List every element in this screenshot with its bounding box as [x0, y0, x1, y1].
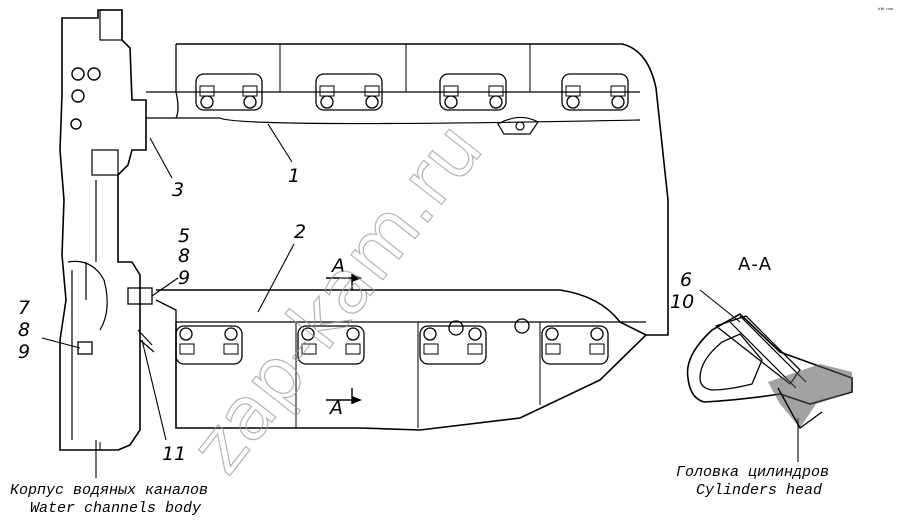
callout-9-upper: 9: [178, 267, 190, 289]
rear-flange-4: [541, 325, 609, 365]
callout-3: 3: [172, 179, 184, 201]
caption-right-en: Cylinders head: [696, 482, 822, 499]
section-aa-detail: А-А: [686, 254, 853, 429]
rear-flange-2: [297, 325, 365, 365]
section-marker-bottom-label: А: [328, 397, 343, 419]
caption-right: Головка цилиндров Cylinders head: [676, 464, 829, 499]
callout-6: 6: [680, 269, 692, 291]
manifold-front: [146, 43, 669, 336]
section-title: А-А: [738, 254, 772, 275]
front-flange-2: [315, 73, 383, 111]
caption-right-ru: Головка цилиндров: [676, 464, 829, 481]
section-marker-top-label: А: [330, 255, 345, 277]
callout-5: 5: [178, 225, 190, 247]
corner-mark: ᵏᵂ ⁿⁿⁿ: [878, 7, 894, 14]
rear-flange-3: [419, 325, 487, 365]
callout-2: 2: [294, 221, 306, 243]
caption-left: Корпус водяных каналов Water channels bo…: [10, 482, 208, 517]
caption-left-en: Water channels body: [30, 500, 202, 517]
front-flange-1: [195, 73, 263, 111]
manifold-rear: [155, 289, 647, 431]
front-flange-3: [439, 73, 507, 111]
callout-10: 10: [670, 291, 694, 313]
caption-left-ru: Корпус водяных каналов: [10, 482, 208, 499]
callout-7: 7: [18, 297, 30, 319]
section-marker-bottom: А: [326, 388, 362, 419]
section-marker-top: А: [326, 255, 362, 290]
watermark: zap-kam.ru: [174, 107, 499, 489]
water-channels-body: [59, 9, 155, 451]
callout-8-lower: 8: [18, 319, 30, 341]
callout-8-upper: 8: [178, 245, 190, 267]
rear-flange-1: [175, 325, 243, 365]
callout-9-lower: 9: [18, 341, 30, 363]
leader-lines: [41, 123, 799, 478]
callout-1: 1: [288, 165, 300, 187]
front-flange-4: [561, 73, 629, 111]
callout-11: 11: [162, 443, 186, 465]
